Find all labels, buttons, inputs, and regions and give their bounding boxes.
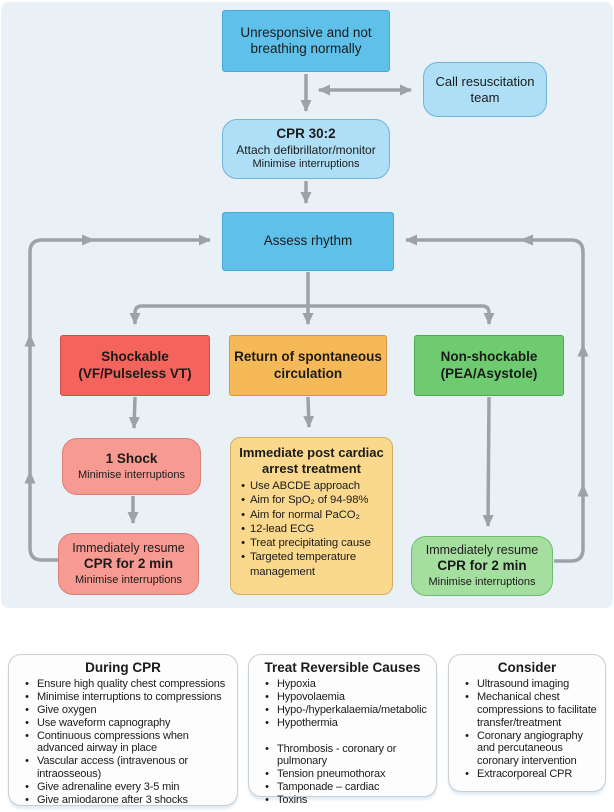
list-item-text: Hypoxia [277,678,316,691]
cpr-box: CPR 30:2 Attach defibrillator/monitor Mi… [222,119,390,179]
rosc-line2: circulation [273,365,343,381]
resume-cpr-left-box: Immediately resume CPR for 2 min Minimis… [58,533,199,595]
list-item-text: Extracorporeal CPR [477,768,573,781]
list-item: Hypovolaemia [257,691,428,704]
list-item-text: Aim for normal PaCO₂ [250,508,360,521]
list-item-text: Use ABCDE approach [250,480,360,493]
list-item-text: Ensure high quality chest compressions [37,678,226,691]
rosc-box: Return of spontaneous circulation [229,335,387,396]
list-item-text: Targeted temperature management [250,551,357,578]
resume-left-line1: Immediately resume [72,540,185,555]
list-item: Aim for normal PaCO₂ [236,508,387,522]
non-shockable-box: Non-shockable (PEA/Asystole) [414,335,564,396]
list-item-text: Treat precipitating cause [250,537,371,550]
list-item-text: Give adrenaline every 3-5 min [37,781,180,794]
list-item-text: Hypo-/hyperkalaemia/metabolic [277,703,427,716]
list-item-text: Tamponade – cardiac [277,781,380,794]
list-item: Give oxygen [17,704,229,717]
post-arrest-title-line1: Immediate post cardiac [239,445,384,460]
list-item-text: Mechanical chest compressions to facilit… [477,691,597,729]
list-item: Coronary angiography and percutaneous co… [457,730,597,769]
list-item: Vascular access (intravenous or intraoss… [17,755,229,781]
list-item: Extracorporeal CPR [457,768,597,781]
list-item: Tamponade – cardiac [257,781,428,794]
shockable-box: Shockable (VF/Pulseless VT) [60,335,210,396]
list-item: Give adrenaline every 3-5 min [17,781,229,794]
post-arrest-list: Use ABCDE approach Aim for SpO₂ of 94-98… [236,479,387,579]
list-item-text: Coronary angiography and percutaneous co… [477,729,583,768]
unresponsive-box: Unresponsive and not breathing normally [222,10,390,72]
list-item: Tension pneumothorax [257,768,428,781]
cpr-subtitle: Attach defibrillator/monitor [236,142,376,157]
list-item: Aim for SpO₂ of 94-98% [236,493,387,507]
panel-title: Consider [497,660,557,675]
shockable-line1: Shockable [101,349,169,365]
list-item-text: Use waveform capnography [37,716,171,729]
list-item: Minimise interruptions to compressions [17,691,229,704]
list-item-text: Hypovolaemia [277,691,345,704]
list-item-text: Vascular access (intravenous or intraoss… [37,755,189,781]
nonshockable-line1: Non-shockable [440,349,538,365]
list-spacer [257,730,428,743]
shockable-line2: (VF/Pulseless VT) [78,365,192,381]
list-item-text: Tension pneumothorax [277,768,386,781]
list-item: Use waveform capnography [17,717,229,730]
list-item-text: Continuous compressions when advanced ai… [37,729,189,755]
panel-title: During CPR [85,660,161,675]
resume-right-note: Minimise interruptions [428,575,536,588]
call-resuscitation-team-box: Call resuscitation team [423,62,547,117]
assess-rhythm-box: Assess rhythm [222,212,394,271]
list-item: Ultrasound imaging [457,678,597,691]
list-item-text: Toxins [277,794,308,807]
cpr-title: CPR 30:2 [276,126,336,142]
assess-rhythm-text: Assess rhythm [263,233,353,249]
list-item: Toxins [257,794,428,807]
reversible-causes-panel: Treat Reversible Causes Hypoxia Hypovola… [248,654,437,806]
list-item: 12-lead ECG [236,522,387,536]
one-shock-note: Minimise interruptions [78,468,185,481]
list-item: Hypo-/hyperkalaemia/metabolic [257,704,428,717]
list-item: Mechanical chest compressions to facilit… [457,691,597,730]
list-item: Continuous compressions when advanced ai… [17,730,229,756]
list-item-text: Give amiodarone after 3 shocks [37,793,188,806]
list-item-text: Give oxygen [37,703,97,716]
one-shock-box: 1 Shock Minimise interruptions [62,438,201,495]
cpr-note: Minimise interruptions [252,158,360,171]
list-item: Treat precipitating cause [236,536,387,550]
list-item-text: 12-lead ECG [250,522,315,535]
list-item: Hypothermia [257,717,428,730]
during-cpr-panel: During CPR Ensure high quality chest com… [8,654,238,806]
resume-cpr-right-box: Immediately resume CPR for 2 min Minimis… [411,536,553,596]
resume-right-line2: CPR for 2 min [437,558,527,574]
list-item: Thrombosis - coronary or pulmonary [257,743,428,769]
one-shock-title: 1 Shock [105,451,158,467]
list-item: Use ABCDE approach [236,479,387,493]
list-item: Hypoxia [257,678,428,691]
list-item: Ensure high quality chest compressions [17,678,229,691]
call-team-text: Call resuscitation team [435,73,535,105]
resume-right-line1: Immediately resume [425,542,539,557]
post-arrest-title-line2: arrest treatment [262,460,361,476]
resume-left-line2: CPR for 2 min [83,556,174,572]
unresponsive-text: Unresponsive and not breathing normally [240,24,372,56]
post-arrest-treatment-box: Immediate post cardiac arrest treatment … [230,437,393,595]
rosc-line1: Return of spontaneous [234,349,382,365]
resume-left-note: Minimise interruptions [75,573,182,586]
list-item: Give amiodarone after 3 shocks [17,794,229,807]
panel-title: Treat Reversible Causes [264,660,421,675]
list-item: Targeted temperature management [236,550,387,578]
list-item-text: Hypothermia [277,716,338,729]
list-item-text: Minimise interruptions to compressions [37,691,222,704]
nonshockable-line2: (PEA/Asystole) [440,365,538,381]
list-item-text: Ultrasound imaging [477,678,570,691]
consider-panel: Consider Ultrasound imaging Mechanical c… [448,654,606,792]
list-item-text: Thrombosis - coronary or pulmonary [277,742,397,768]
list-item-text: Aim for SpO₂ of 94-98% [250,494,369,507]
